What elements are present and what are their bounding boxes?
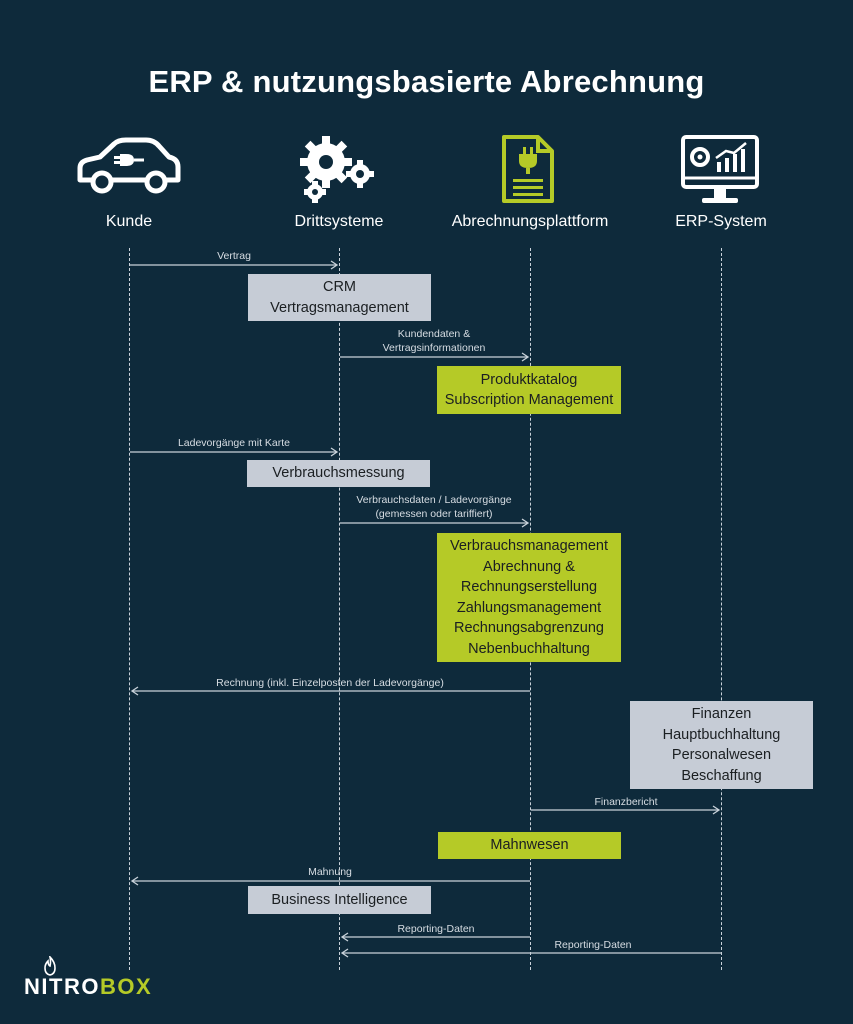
electric-car-icon <box>77 137 181 194</box>
lifeline-erp-system <box>721 248 722 970</box>
lifeline-kunde <box>129 248 130 970</box>
message-label-vertrag: Vertrag <box>217 250 251 262</box>
gears-icon <box>300 136 374 203</box>
actor-label-erp-system: ERP-System <box>675 213 767 230</box>
message-label-rechnung: Rechnung (inkl. Einzelposten der Ladevor… <box>216 677 444 689</box>
message-label-mahnung: Mahnung <box>308 866 352 878</box>
message-label-reporting-1: Reporting-Daten <box>397 923 475 935</box>
actor-label-abrechnungsplattform: Abrechnungsplattform <box>451 213 609 230</box>
lifeline-drittsysteme <box>339 248 340 970</box>
box-mahnwesen: Mahnwesen <box>438 832 621 859</box>
box-business-intelligence: Business Intelligence <box>248 886 431 914</box>
message-label-finanzbericht: Finanzbericht <box>594 796 658 808</box>
message-label-kundendaten: Kundendaten & Vertragsinformationen <box>382 328 486 354</box>
actor-label-kunde: Kunde <box>105 213 153 230</box>
message-label-reporting-2: Reporting-Daten <box>554 939 632 951</box>
page-title: ERP & nutzungsbasierte Abrechnung <box>148 64 705 99</box>
nitrobox-logo: NITROBOX <box>24 974 153 999</box>
flame-icon <box>44 956 56 976</box>
box-finanzen: Finanzen Hauptbuchhaltung Personalwesen … <box>630 701 813 789</box>
invoice-plug-icon <box>502 135 554 203</box>
actor-label-drittsysteme: Drittsysteme <box>294 213 384 230</box>
monitor-dashboard-icon <box>681 135 759 203</box>
box-verbrauchsmanagement: Verbrauchsmanagement Abrechnung & Rechnu… <box>437 533 621 662</box>
box-crm: CRM Vertragsmanagement <box>248 274 431 321</box>
message-label-verbrauchsdaten: Verbrauchsdaten / Ladevorgänge (gemessen… <box>356 494 512 520</box>
message-label-ladevorgaenge: Ladevorgänge mit Karte <box>177 437 291 449</box>
box-produktkatalog: Produktkatalog Subscription Management <box>437 366 621 414</box>
box-verbrauchsmessung: Verbrauchsmessung <box>247 460 430 487</box>
